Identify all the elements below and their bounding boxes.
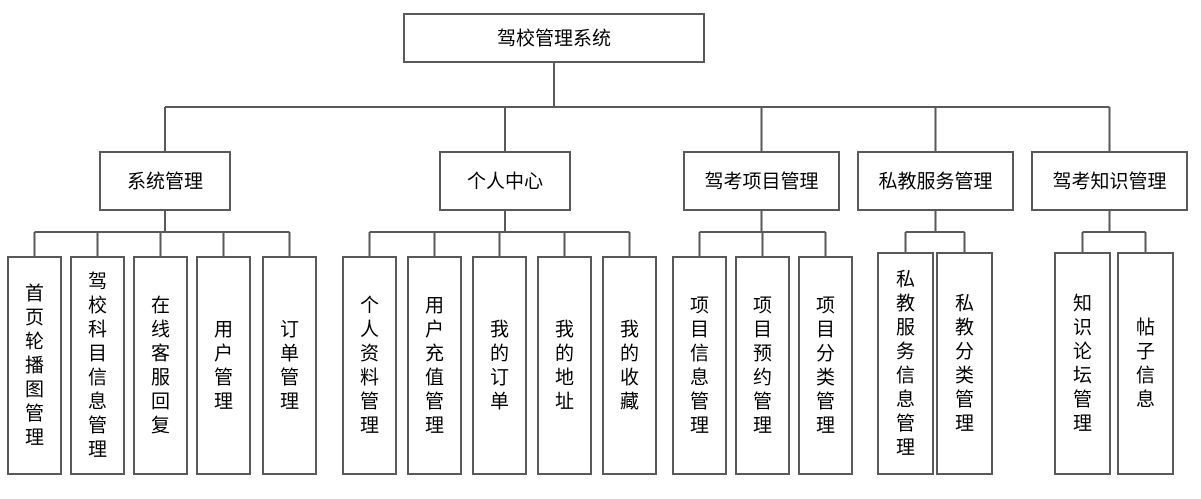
branch-1-leaf-1[interactable]: 用户充值管理 xyxy=(407,256,462,475)
branch-2[interactable]: 驾考项目管理 xyxy=(683,151,840,211)
branch-1-leaf-1-box[interactable] xyxy=(407,256,462,475)
branch-1-leaf-0-label: 个人资料管理 xyxy=(360,294,379,436)
branch-2-leaf-0-label: 项目信息管理 xyxy=(690,294,709,436)
branch-4-leaf-1[interactable]: 帖子信息 xyxy=(1117,252,1174,475)
branch-2-leaf-2[interactable]: 项目分类管理 xyxy=(798,256,853,475)
branch-0-label: 系统管理 xyxy=(127,171,203,193)
branch-0-leaf-0[interactable]: 首页轮播图管理 xyxy=(7,256,62,475)
root-node-label: 驾校管理系统 xyxy=(497,28,611,50)
branch-2-leaf-1[interactable]: 项目预约管理 xyxy=(735,256,790,475)
branch-1-leaf-4[interactable]: 我的收藏 xyxy=(602,256,657,475)
branch-2-leaf-0-box[interactable] xyxy=(672,256,727,475)
branch-1-leaf-0[interactable]: 个人资料管理 xyxy=(342,256,397,475)
branch-3-leaf-0[interactable]: 私教服务信息管理 xyxy=(877,252,934,475)
branch-3-leaf-1-box[interactable] xyxy=(936,252,993,475)
branch-2-leaf-0[interactable]: 项目信息管理 xyxy=(672,256,727,475)
branch-0-leaf-4[interactable]: 订单管理 xyxy=(262,256,317,475)
branch-1-leaf-4-label: 我的收藏 xyxy=(620,318,639,412)
branch-0-leaf-1-label: 驾校科目信息管理 xyxy=(88,270,107,460)
branch-3-leaf-1-label: 私教分类管理 xyxy=(955,292,974,434)
branch-1-leaf-3-label: 我的地址 xyxy=(555,318,574,412)
branch-0-box[interactable] xyxy=(99,151,231,211)
branch-4[interactable]: 驾考知识管理 xyxy=(1031,151,1188,211)
branch-4-box[interactable] xyxy=(1031,151,1188,211)
branch-1-leaf-2-label: 我的订单 xyxy=(490,318,509,412)
branch-3-leaf-0-box[interactable] xyxy=(877,252,934,475)
branch-2-leaf-1-box[interactable] xyxy=(735,256,790,475)
branch-3-leaf-1[interactable]: 私教分类管理 xyxy=(936,252,993,475)
branch-0-leaf-2-label: 在线客服回复 xyxy=(151,294,170,436)
branch-4-leaf-1-box[interactable] xyxy=(1117,252,1174,475)
connector-lines xyxy=(33,62,1147,257)
branch-0-leaf-4-box[interactable] xyxy=(262,256,317,475)
branch-3-label: 私教服务管理 xyxy=(878,171,992,193)
branch-4-leaf-0-box[interactable] xyxy=(1054,252,1111,475)
branch-0[interactable]: 系统管理 xyxy=(99,151,231,211)
branch-0-leaf-4-label: 订单管理 xyxy=(280,318,299,412)
branch-3-box[interactable] xyxy=(857,151,1014,211)
branch-1-box[interactable] xyxy=(439,151,571,211)
branch-1[interactable]: 个人中心 xyxy=(439,151,571,211)
branch-0-leaf-2-box[interactable] xyxy=(133,256,188,475)
branch-3-leaf-0-label: 私教服务信息管理 xyxy=(896,268,915,458)
root-node[interactable]: 驾校管理系统 xyxy=(403,13,705,63)
root-node-box[interactable] xyxy=(403,13,705,63)
branch-4-leaf-0[interactable]: 知识论坛管理 xyxy=(1054,252,1111,475)
branch-0-leaf-3-box[interactable] xyxy=(196,256,251,475)
branch-1-leaf-3-box[interactable] xyxy=(537,256,592,475)
branch-4-leaf-0-label: 知识论坛管理 xyxy=(1073,292,1092,434)
branch-0-leaf-2[interactable]: 在线客服回复 xyxy=(133,256,188,475)
branch-1-leaf-4-box[interactable] xyxy=(602,256,657,475)
branch-3[interactable]: 私教服务管理 xyxy=(857,151,1014,211)
branch-2-box[interactable] xyxy=(683,151,840,211)
branch-1-leaf-3[interactable]: 我的地址 xyxy=(537,256,592,475)
branch-1-leaf-1-label: 用户充值管理 xyxy=(425,294,444,436)
branch-1-leaf-0-box[interactable] xyxy=(342,256,397,475)
branch-0-leaf-3[interactable]: 用户管理 xyxy=(196,256,251,475)
branch-1-leaf-2-box[interactable] xyxy=(472,256,527,475)
branch-2-label: 驾考项目管理 xyxy=(704,171,818,193)
branch-2-leaf-1-label: 项目预约管理 xyxy=(753,294,772,436)
branch-0-leaf-1[interactable]: 驾校科目信息管理 xyxy=(70,256,125,475)
branch-2-leaf-2-label: 项目分类管理 xyxy=(816,294,835,436)
branch-2-leaf-2-box[interactable] xyxy=(798,256,853,475)
branch-0-leaf-3-label: 用户管理 xyxy=(214,318,233,412)
branch-1-leaf-2[interactable]: 我的订单 xyxy=(472,256,527,475)
branch-4-leaf-1-label: 帖子信息 xyxy=(1136,316,1155,410)
branch-0-leaf-0-label: 首页轮播图管理 xyxy=(25,282,44,448)
branch-0-leaf-1-box[interactable] xyxy=(70,256,125,475)
branch-4-label: 驾考知识管理 xyxy=(1052,171,1166,193)
branch-0-leaf-0-box[interactable] xyxy=(7,256,62,475)
branch-1-label: 个人中心 xyxy=(467,171,543,193)
